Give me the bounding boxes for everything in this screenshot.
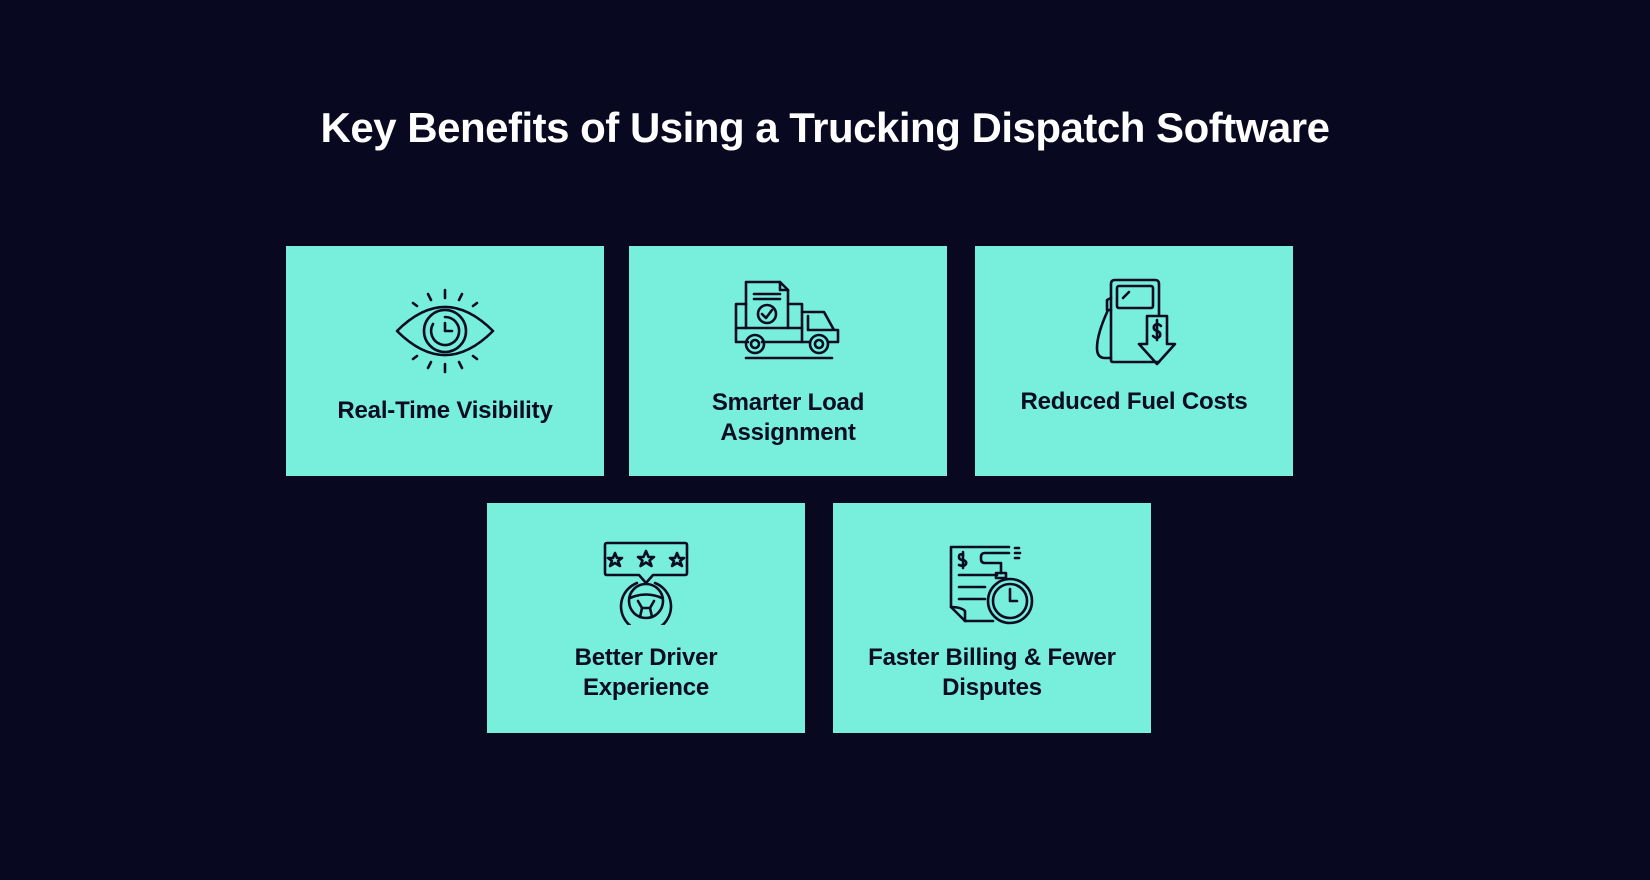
page-title: Key Benefits of Using a Trucking Dispatc… (320, 104, 1330, 151)
truck-document-icon (732, 278, 844, 364)
card-label: Reduced Fuel Costs (1020, 388, 1248, 415)
benefit-card-smarter-load-assignment: Smarter Load Assignment (629, 246, 947, 476)
invoice-stopwatch-icon (947, 545, 1037, 625)
card-label: Smarter Load Assignment (711, 389, 865, 446)
steering-wheel-rating-icon (601, 541, 691, 625)
fuel-pump-dollar-icon (1091, 278, 1177, 368)
benefit-card-better-driver-experience: Better Driver Experience (487, 503, 805, 733)
benefit-card-reduced-fuel-costs: Reduced Fuel Costs (975, 246, 1293, 476)
eye-clock-icon (393, 288, 497, 374)
card-label: Better Driver Experience (574, 644, 718, 701)
card-label: Faster Billing & Fewer Disputes (868, 644, 1116, 701)
benefit-card-real-time-visibility: Real-Time Visibility (286, 246, 604, 476)
card-label: Real-Time Visibility (337, 397, 553, 424)
benefit-card-faster-billing: Faster Billing & Fewer Disputes (833, 503, 1151, 733)
